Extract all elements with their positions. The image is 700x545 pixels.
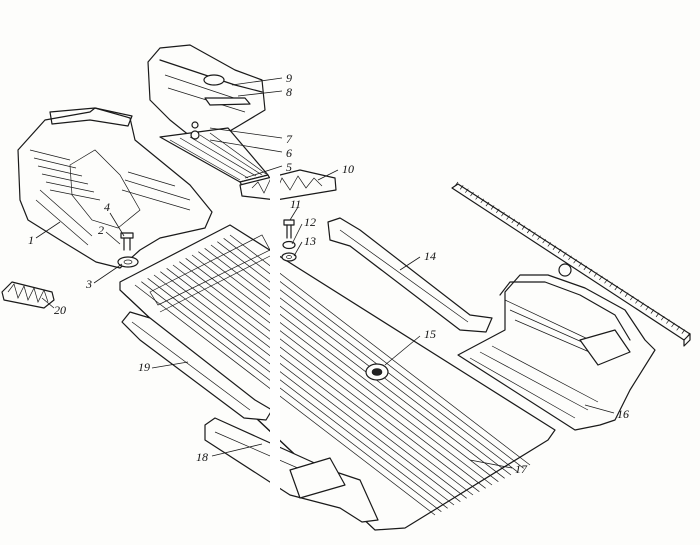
callout-6: 6 [286, 146, 292, 160]
callout-17: 17 [515, 462, 528, 476]
clip-20 [1, 281, 55, 309]
callout-12: 12 [304, 215, 316, 229]
washer-3 [117, 256, 139, 268]
bracket-10 [239, 169, 337, 201]
callout-13: 13 [304, 234, 316, 248]
callout-16: 16 [617, 407, 629, 421]
bolt-11 [283, 219, 295, 239]
callout-8: 8 [286, 85, 292, 99]
leader-lines [35, 77, 615, 469]
long-rail [451, 181, 691, 347]
callout-labels: 9 8 7 6 5 10 1 2 3 4 11 12 13 14 15 16 1… [28, 71, 629, 476]
bolt-4 [120, 232, 134, 251]
callout-11: 11 [290, 197, 301, 211]
callout-9: 9 [286, 71, 292, 85]
callout-19: 19 [138, 360, 150, 374]
floor-panel-17 [119, 224, 556, 531]
callout-5: 5 [286, 160, 292, 174]
callout-1: 1 [28, 233, 34, 247]
tunnel-console-9 [147, 44, 266, 141]
callout-20: 20 [54, 303, 66, 317]
nut-12 [282, 240, 296, 250]
callout-10: 10 [342, 162, 354, 176]
washer-13 [281, 252, 297, 262]
callout-7: 7 [286, 132, 293, 146]
callout-18: 18 [196, 450, 208, 464]
callout-15: 15 [424, 327, 436, 341]
callout-4: 4 [104, 200, 110, 214]
callout-2: 2 [98, 223, 104, 237]
rear-floor-16 [457, 274, 656, 431]
front-floor-part-1 [17, 107, 213, 269]
cross-member-18 [204, 417, 379, 523]
sill-strip-14 [327, 217, 493, 333]
image-seam [270, 0, 280, 545]
callout-3: 3 [85, 277, 92, 291]
callout-14: 14 [424, 249, 436, 263]
